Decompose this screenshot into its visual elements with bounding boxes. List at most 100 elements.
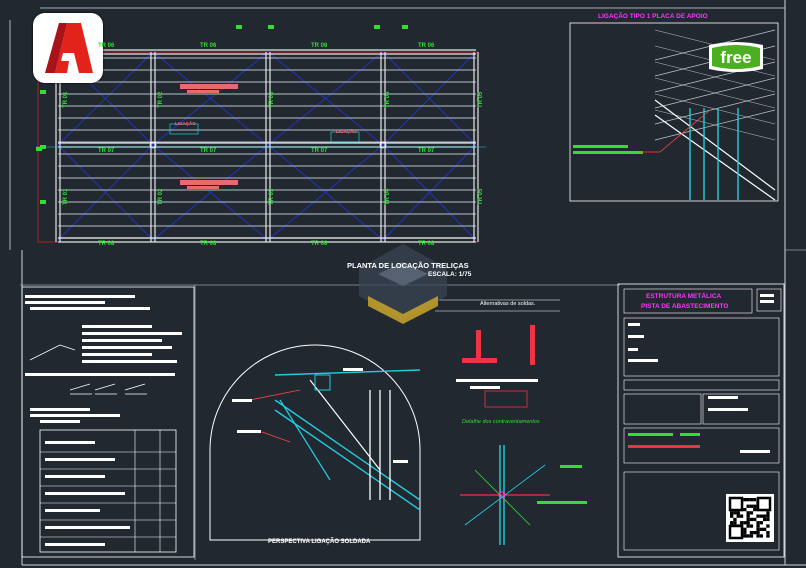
note-text — [82, 325, 152, 328]
note-text — [82, 332, 182, 335]
brace-callout — [537, 501, 587, 504]
qr-module — [730, 521, 734, 525]
qr-module — [749, 504, 754, 508]
watermark-logo — [359, 244, 447, 324]
connection-tag-1: LIGAÇÃO — [175, 121, 196, 126]
weld-box — [484, 390, 528, 408]
qr-code-icon[interactable] — [726, 494, 774, 542]
green-mark — [40, 90, 46, 94]
qr-module — [766, 524, 770, 528]
truss-label-bottom-1: TR 08 — [98, 241, 115, 247]
detail-truss — [654, 77, 776, 109]
qr-module — [753, 507, 757, 512]
qr-module — [753, 531, 757, 535]
qr-module — [736, 511, 740, 515]
truss-label-bottom-3: TR 08 — [311, 241, 328, 247]
qr-module — [753, 517, 757, 522]
connection-tag-2: LIGAÇÃO — [336, 129, 357, 134]
qr-module — [766, 517, 770, 522]
detail-frame — [569, 22, 779, 202]
truss-label-vert-upper-5: TR 05 — [478, 91, 484, 108]
weld-profile — [476, 330, 481, 360]
truss-label-vert-upper-2: TR 02 — [158, 91, 164, 108]
weld-text — [470, 386, 500, 389]
callout-text — [393, 460, 408, 463]
truss-label-vert-lower-3: TR 03 — [269, 188, 275, 205]
weld-symbol — [94, 383, 116, 391]
brace-node — [498, 491, 506, 499]
weld-alternatives — [435, 299, 560, 408]
qr-module — [756, 521, 760, 525]
truss-label-vert-lower-2: TR 02 — [158, 188, 164, 205]
title-box — [623, 317, 780, 377]
qr-module — [749, 511, 754, 515]
weld-text — [456, 379, 506, 382]
truss-label-top-2: TR 06 — [200, 43, 217, 49]
qr-module — [733, 511, 737, 515]
weld-text — [498, 379, 538, 382]
qr-module — [743, 527, 747, 531]
qr-finder — [728, 496, 744, 512]
table-text — [45, 441, 95, 444]
note-text — [82, 360, 177, 363]
qr-module — [759, 527, 763, 531]
persp-chord — [274, 399, 421, 501]
table-text — [45, 543, 105, 546]
title-box — [623, 427, 780, 464]
qr-module — [733, 521, 737, 525]
title-text — [760, 300, 774, 303]
qr-module — [756, 534, 760, 538]
truss-label-bottom-2: TR 08 — [200, 241, 217, 247]
title-frame — [617, 283, 785, 558]
qr-module — [743, 531, 747, 535]
weld-profile — [462, 358, 497, 363]
truss-label-top-4: TR 06 — [418, 43, 435, 49]
persp-diagonal — [279, 399, 331, 481]
qr-module — [759, 514, 763, 518]
qr-module — [730, 511, 734, 515]
detail-truss — [654, 61, 776, 93]
title-text — [760, 294, 774, 297]
qr-module — [766, 511, 770, 515]
qr-module — [746, 534, 750, 538]
qr-module — [749, 517, 754, 522]
truss-label-top-1: TR 06 — [98, 43, 115, 49]
weld-alternatives-title: Alternativas de soldas. — [480, 301, 536, 307]
truss-label-vert-lower-4: TR 04 — [385, 188, 391, 205]
note-text — [40, 420, 80, 423]
note-text — [30, 414, 120, 417]
qr-module — [766, 531, 770, 535]
persp-chord — [274, 409, 421, 511]
truss-plan — [36, 25, 486, 243]
note-text — [30, 408, 90, 411]
perspective-title: PERSPECTIVA LIGAÇÃO SOLDADA — [268, 539, 371, 545]
title-box — [623, 393, 702, 425]
qr-module — [746, 521, 750, 525]
leader-line — [249, 389, 301, 401]
green-mark — [40, 145, 46, 149]
weld-symbol — [124, 383, 146, 391]
free-badge-label: free — [720, 48, 751, 67]
bracing-title: Detalhe dos contraventamentos — [462, 419, 540, 425]
green-mark — [402, 25, 408, 29]
note-text — [30, 307, 150, 310]
green-mark — [36, 147, 42, 151]
qr-module — [730, 514, 734, 518]
note-text — [82, 353, 152, 356]
qr-finder — [756, 496, 772, 512]
truss-label-mid-3: TR 07 — [311, 148, 328, 154]
truss-label-vert-lower-5: TR 05 — [478, 188, 484, 205]
qr-finder — [728, 524, 744, 540]
qr-module — [746, 517, 750, 522]
qr-module — [736, 514, 740, 518]
truss-label-mid-1: TR 07 — [98, 148, 115, 154]
leader-line — [659, 109, 711, 153]
title-box — [623, 288, 753, 314]
qr-module — [746, 498, 750, 502]
note-text — [25, 301, 105, 304]
qr-module — [759, 521, 763, 525]
node-circle — [149, 141, 157, 149]
plan-title: PLANTA DE LOCAÇÃO TRELIÇAS — [347, 261, 469, 270]
title-text — [628, 323, 640, 326]
